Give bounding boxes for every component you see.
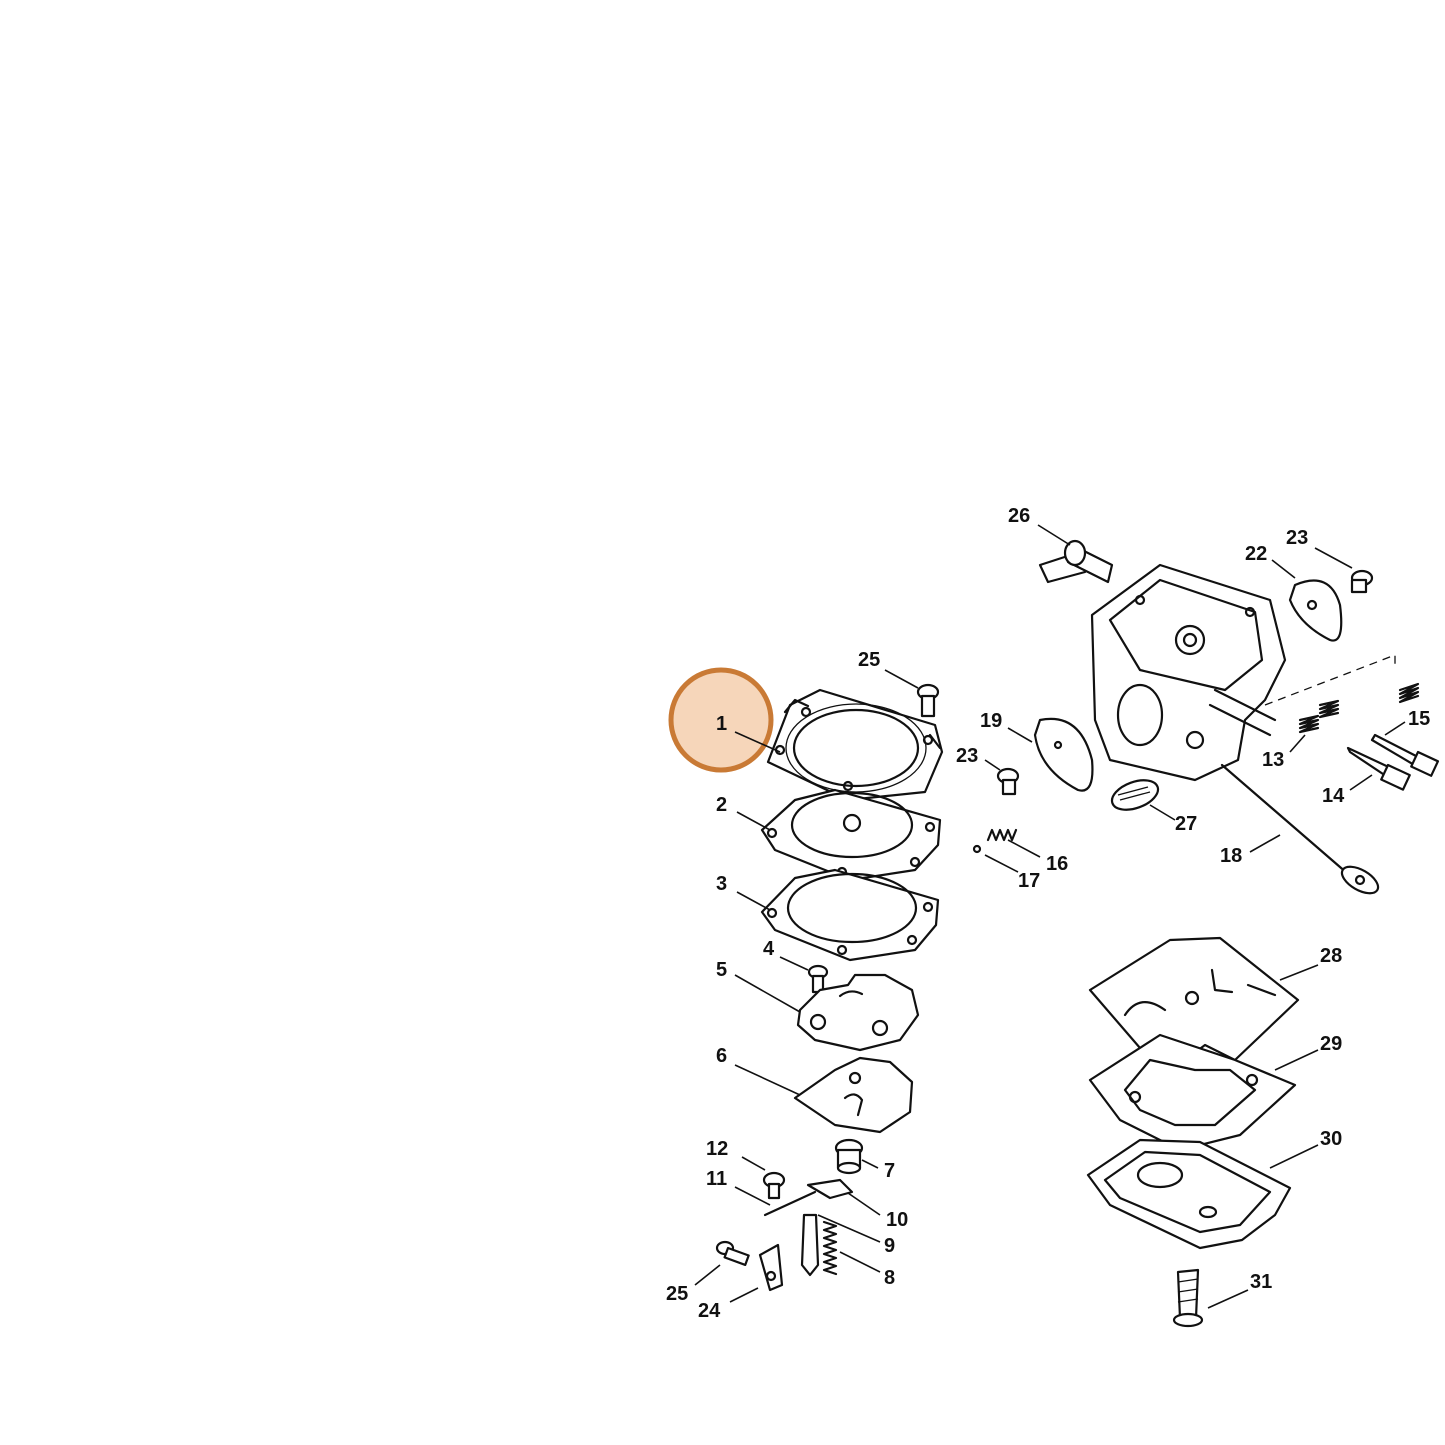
callout-14: 14 [1322,785,1345,807]
part-10-lever[interactable] [806,1178,854,1200]
callout-30: 30 [1320,1128,1342,1150]
leader-lines [694,524,1406,1309]
part-17-ball[interactable] [972,844,982,854]
part-5-plate[interactable] [796,973,920,1052]
part-14-adjust-screw[interactable] [1346,746,1411,791]
callout-4: 4 [763,938,775,960]
part-23-screw-upper[interactable] [1350,569,1374,594]
part-7-plug[interactable] [834,1138,864,1175]
part-16-spring[interactable] [986,828,1018,842]
callout-23-lower: 23 [956,745,978,767]
callout-26: 26 [1008,505,1030,527]
dashed-guide [1264,654,1396,706]
part-13-springs[interactable] [1298,699,1340,734]
part-25-screw-lower[interactable] [715,1240,750,1267]
callout-22: 22 [1245,543,1267,565]
callout-25-upper: 25 [858,649,880,671]
part-15-adjust-screw[interactable] [1370,733,1440,777]
callout-5: 5 [716,959,727,981]
callout-24: 24 [698,1300,721,1322]
part-25-screw-upper[interactable] [916,683,940,718]
part-4-screw[interactable] [807,964,829,994]
part-12-screw[interactable] [762,1171,786,1200]
callout-29: 29 [1320,1033,1342,1055]
callout-18: 18 [1220,845,1242,867]
callout-17: 17 [1018,870,1040,892]
part-22-disc[interactable] [1288,579,1343,642]
part-18-shaft[interactable] [1220,763,1382,899]
callout-1: 1 [716,713,727,735]
part-3-gasket[interactable] [760,868,940,962]
callout-2: 2 [716,794,727,816]
part-19-disc[interactable] [1033,717,1094,792]
callout-3: 3 [716,873,727,895]
part-1-cover-plate[interactable] [766,688,944,802]
callout-19: 19 [980,710,1002,732]
callout-15: 15 [1408,708,1430,730]
callout-27: 27 [1175,813,1197,835]
part-24-plate[interactable] [758,1243,784,1292]
spring-top-right[interactable] [1398,682,1420,704]
part-8-spring[interactable] [822,1220,838,1276]
part-31-screw[interactable] [1172,1268,1204,1328]
callout-31: 31 [1250,1271,1272,1293]
part-26-elbow-fitting[interactable] [1038,539,1114,584]
callout-11: 11 [706,1168,727,1190]
callout-10: 10 [886,1209,908,1231]
callout-6: 6 [716,1045,727,1067]
part-27-filter[interactable] [1108,775,1162,816]
callout-23-upper: 23 [1286,527,1308,549]
highlight-marker[interactable] [668,667,774,773]
callout-16: 16 [1046,853,1068,875]
part-23-screw-lower[interactable] [996,767,1020,796]
part-29-gasket[interactable] [1088,1033,1297,1152]
callout-7: 7 [884,1160,895,1182]
callout-13: 13 [1262,749,1284,771]
callout-9: 9 [884,1235,895,1257]
part-11-pin[interactable] [763,1190,817,1217]
carburetor-body[interactable] [1090,563,1287,782]
callout-12: 12 [706,1138,728,1160]
part-28-gasket[interactable] [1088,936,1300,1062]
callout-8: 8 [884,1267,895,1289]
callout-28: 28 [1320,945,1342,967]
part-2-diaphragm[interactable] [760,788,942,882]
callout-25-lower: 25 [666,1283,688,1305]
part-9-needle[interactable] [800,1213,820,1277]
part-30-cover[interactable] [1086,1138,1292,1250]
part-6-plate[interactable] [793,1056,914,1134]
